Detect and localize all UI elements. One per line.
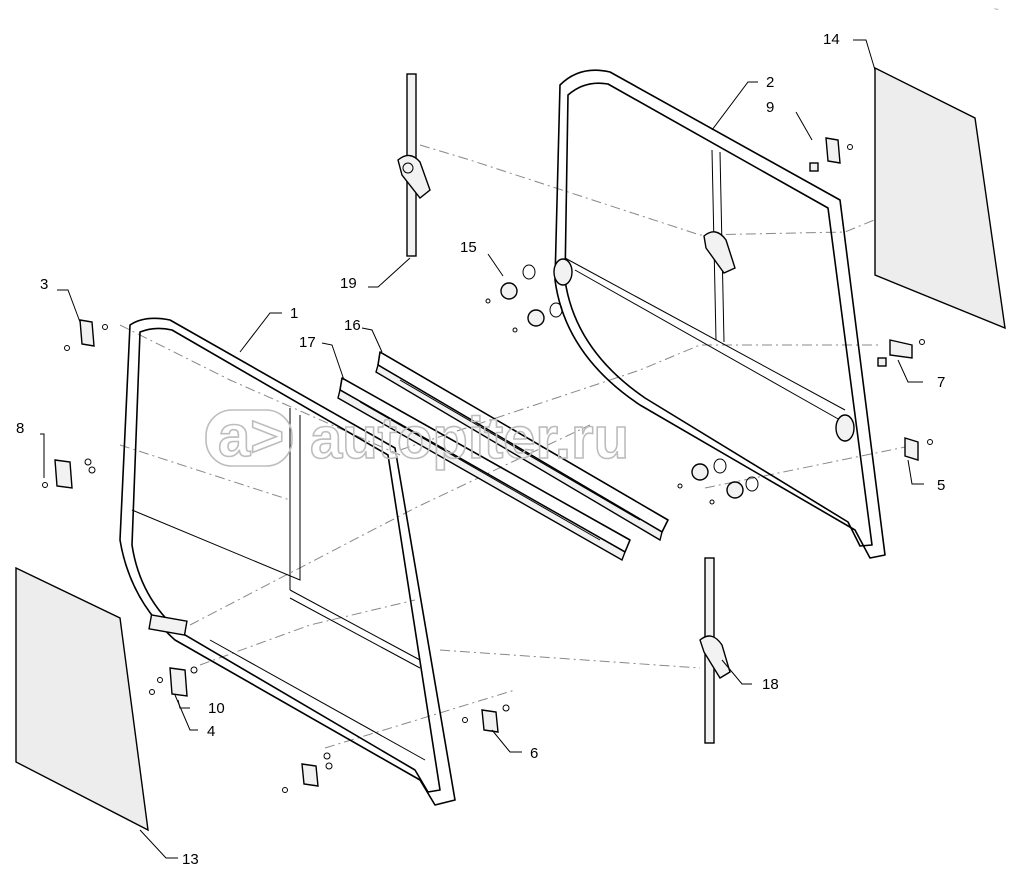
bracket-6 <box>462 704 510 733</box>
callout-10: 10 <box>208 700 225 717</box>
svg-text:a>: a> <box>218 404 284 469</box>
callouts: 1 2 3 4 5 6 7 8 9 10 13 14 15 16 17 18 1… <box>16 31 945 868</box>
glass-panel-14 <box>874 66 1006 330</box>
roller-set-15 <box>485 264 563 333</box>
callout-4: 4 <box>207 723 215 740</box>
callout-14: 14 <box>823 31 840 48</box>
callout-19: 19 <box>340 275 357 292</box>
door-frame-2 <box>553 69 886 559</box>
bracket-9 <box>809 137 853 172</box>
bracket-3 <box>64 319 108 351</box>
watermark-text: autopiter.ru <box>310 406 629 471</box>
callout-9: 9 <box>766 99 774 116</box>
bracket-4 <box>149 666 198 697</box>
bracket-5 <box>904 437 933 461</box>
callout-6: 6 <box>530 745 538 762</box>
svg-text:~: ~ <box>994 5 999 14</box>
latch-bar-18 <box>699 557 731 744</box>
callout-18: 18 <box>762 676 779 693</box>
callout-15: 15 <box>460 239 477 256</box>
callout-3: 3 <box>40 276 48 293</box>
watermark: a> autopiter.ru <box>205 403 630 472</box>
callout-1: 1 <box>290 305 298 322</box>
bracket-lower <box>282 752 333 793</box>
callout-16: 16 <box>344 317 361 334</box>
callout-8: 8 <box>16 420 24 437</box>
callout-13: 13 <box>182 851 199 868</box>
callout-5: 5 <box>937 477 945 494</box>
latch-handle-inner <box>703 231 736 274</box>
bracket-8 <box>42 458 96 489</box>
roller-set-lower <box>677 458 759 505</box>
latch-bar-19 <box>397 73 431 257</box>
channel-rail-16 <box>375 351 669 542</box>
callout-2: 2 <box>766 74 774 91</box>
channel-rail-17 <box>337 377 631 562</box>
bracket-7 <box>877 339 925 367</box>
glass-panel-13 <box>15 566 149 832</box>
callout-17: 17 <box>299 334 316 351</box>
callout-7: 7 <box>937 374 945 391</box>
door-frame-1 <box>119 317 456 806</box>
callout-leaders <box>40 39 924 859</box>
